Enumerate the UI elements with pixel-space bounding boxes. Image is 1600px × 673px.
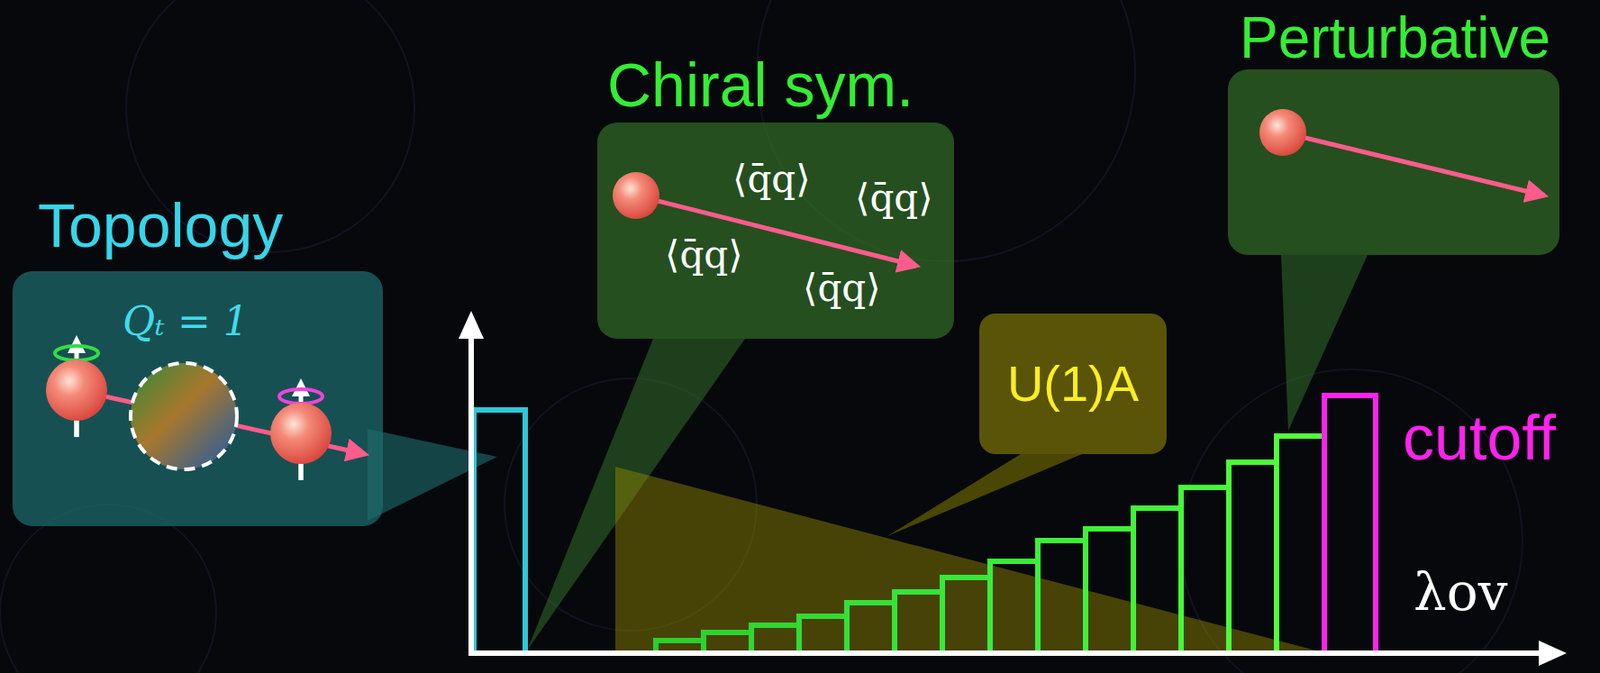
quark-trajectory [1282, 132, 1545, 196]
quark-trajectory [76, 390, 365, 455]
quark-sphere [270, 402, 332, 464]
symmetry-box: U(1)A [979, 313, 1167, 455]
spin-axis [74, 420, 80, 437]
topology-panel: TopologyQₜ = 1 [12, 271, 383, 527]
histogram-bar [799, 616, 847, 654]
pattern-circle [0, 504, 217, 673]
histogram-bar [1181, 487, 1229, 654]
eigenvalue-histogram [473, 395, 1376, 654]
histogram-bar [1133, 508, 1182, 654]
chiral-panel: Chiral sym.⟨q̄q⟩⟨q̄q⟩⟨q̄q⟩⟨q̄q⟩ [597, 122, 955, 339]
histogram-bar [846, 602, 895, 654]
histogram-bar [703, 632, 752, 654]
spin-rotation [279, 389, 323, 404]
histogram-bar [751, 625, 800, 654]
spin-axis [74, 347, 80, 437]
cutoff-label: cutoff [1402, 406, 1556, 470]
callout-pointer [367, 428, 498, 521]
callout-pointer [887, 454, 1082, 537]
histogram-bar [990, 561, 1038, 654]
condensate-label: ⟨q̄q⟩ [854, 179, 934, 218]
spin-arrowhead [67, 335, 86, 354]
x-axis [468, 650, 1543, 656]
charge-label: Qₜ = 1 [122, 301, 249, 342]
instanton [130, 363, 237, 470]
zero-mode-bar [473, 409, 526, 654]
quark-sphere [612, 172, 660, 219]
perturbative-panel: Perturbative [1227, 69, 1560, 255]
histogram-bar [942, 577, 991, 654]
axis-arrowhead [1538, 640, 1567, 666]
spin-arrowhead [291, 378, 310, 397]
quark-sphere [45, 359, 108, 421]
histogram-bar [1085, 528, 1134, 654]
panel-heading: Perturbative [1239, 9, 1551, 67]
histogram-bar [1276, 436, 1325, 654]
cutoff-bar [1324, 395, 1376, 654]
axis-label: λov [1413, 565, 1508, 619]
condensate-label: ⟨q̄q⟩ [664, 236, 744, 274]
symmetry-label: U(1)A [1007, 358, 1139, 410]
quark-sphere [1259, 109, 1307, 156]
condensate-label: ⟨q̄q⟩ [802, 269, 882, 308]
histogram-bar [1037, 540, 1086, 654]
spin-rotation [54, 345, 99, 361]
spin-axis [299, 463, 304, 481]
histogram-bar [894, 591, 943, 654]
panel-heading: Chiral sym. [607, 54, 914, 116]
axis-arrowhead [458, 310, 484, 339]
spin-axis [299, 390, 304, 481]
panel-heading: Topology [37, 194, 283, 256]
histogram-bar [1228, 462, 1277, 654]
condensate-label: ⟨q̄q⟩ [732, 160, 811, 199]
y-axis [468, 335, 474, 656]
quark-trajectory [636, 195, 917, 266]
